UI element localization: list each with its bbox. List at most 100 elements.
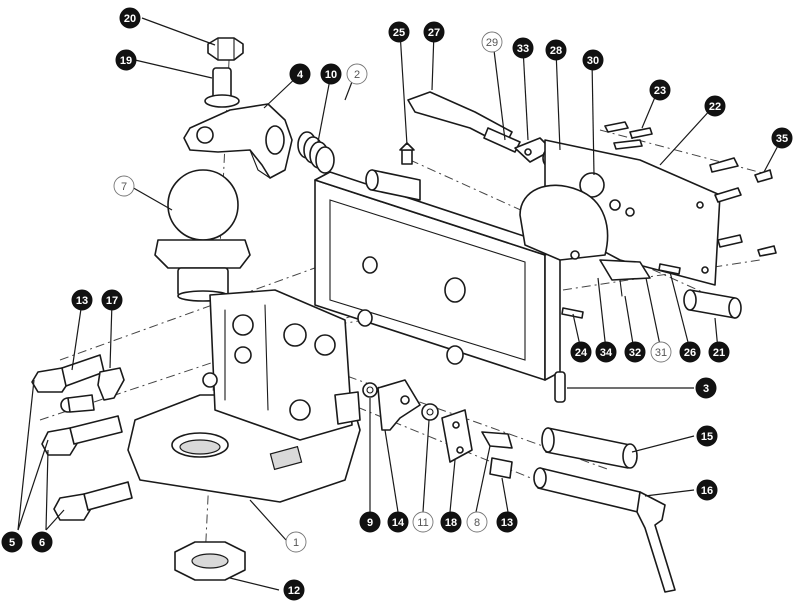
part-pin-3: [554, 371, 566, 403]
callout-c22: 22: [704, 95, 726, 117]
callout-circle: [695, 377, 717, 399]
callout-number: 11: [417, 517, 428, 529]
callout-circle: [289, 63, 311, 85]
callout-c35: 35: [771, 127, 793, 149]
callout-circle: [320, 63, 342, 85]
callout-number: 31: [655, 347, 667, 359]
callout-c33: 33: [512, 37, 534, 59]
callout-c23: 23: [649, 79, 671, 101]
callout-c28: 28: [545, 39, 567, 61]
callout-c5: 5: [1, 531, 23, 553]
callout-circle: [696, 425, 718, 447]
callout-circle: [679, 341, 701, 363]
callout-number: 30: [587, 55, 599, 67]
callout-number: 3: [703, 383, 709, 395]
part-bolt-6b: [53, 481, 133, 521]
callout-number: 5: [9, 537, 15, 549]
callout-number: 19: [120, 55, 132, 67]
part-stud-19: [204, 67, 240, 108]
part-plate-22: [544, 139, 721, 286]
part-housing-1: [127, 289, 361, 503]
callout-circle: [285, 531, 307, 553]
callout-c11: 11: [412, 511, 434, 533]
callout-number: 9: [367, 517, 373, 529]
callout-number: 4: [297, 69, 304, 81]
callout-c14: 14: [387, 511, 409, 533]
part-lever-14: [377, 379, 421, 431]
part-lever-27: [407, 91, 521, 153]
part-latch-32: [599, 259, 651, 297]
callout-number: 29: [486, 37, 498, 49]
callout-circle: [545, 39, 567, 61]
callout-c13b: 13: [496, 511, 518, 533]
callout-c18: 18: [440, 511, 462, 533]
callout-circle: [31, 531, 53, 553]
leader-lines: [17, 17, 782, 591]
callout-circle: [387, 511, 409, 533]
callout-number: 33: [517, 43, 529, 55]
callout-circle: [512, 37, 534, 59]
callout-number: 8: [474, 517, 480, 529]
part-clip-17: [97, 367, 125, 401]
part-plate-18: [441, 409, 473, 463]
callout-number: 27: [428, 27, 440, 39]
callout-c4: 4: [289, 63, 311, 85]
callout-number: 17: [106, 295, 118, 307]
callout-c32: 32: [624, 341, 646, 363]
callout-number: 21: [713, 347, 725, 359]
part-bolt-5a: [31, 354, 105, 393]
callout-number: 6: [39, 537, 45, 549]
part-ball-7: [154, 169, 251, 302]
part-disc-30: [519, 184, 609, 261]
part-bracket-4: [183, 103, 293, 179]
callout-number: 20: [124, 13, 136, 25]
part-frame-2: [314, 171, 561, 381]
callout-number: 14: [392, 517, 405, 529]
callout-circle: [649, 79, 671, 101]
callout-circle: [119, 7, 141, 29]
callout-c25: 25: [388, 21, 410, 43]
callout-circle: [595, 341, 617, 363]
callout-circle: [582, 49, 604, 71]
part-washer-9: [362, 382, 378, 398]
part-bolt-8: [481, 431, 513, 449]
callout-number: 24: [575, 347, 588, 359]
callout-number: 34: [600, 347, 613, 359]
callout-circle: [359, 511, 381, 533]
part-pin-15: [541, 427, 638, 469]
callout-circle: [412, 511, 434, 533]
part-washer-11: [421, 403, 439, 421]
part-nut-20: [207, 37, 244, 61]
callout-circle: [71, 289, 93, 311]
callout-circle: [771, 127, 793, 149]
callout-c1: 1: [285, 531, 307, 553]
callout-number: 35: [776, 133, 788, 145]
callout-c15: 15: [696, 425, 718, 447]
callout-c13a: 13: [71, 289, 93, 311]
callout-circle: [283, 579, 305, 601]
callout-circle: [466, 511, 488, 533]
part-pin-26: [658, 263, 681, 275]
callout-c20: 20: [119, 7, 141, 29]
callout-circle: [101, 289, 123, 311]
callout-number: 16: [701, 485, 713, 497]
part-cylinder-sleeve: [365, 169, 421, 201]
part-pin-21: [683, 289, 742, 319]
callout-circle: [496, 511, 518, 533]
callout-circle: [696, 479, 718, 501]
callout-c3: 3: [695, 377, 717, 399]
callout-number: 18: [445, 517, 457, 529]
callout-number: 25: [393, 27, 405, 39]
callout-circle: [423, 21, 445, 43]
callout-c31: 31: [650, 341, 672, 363]
callout-c12: 12: [283, 579, 305, 601]
callout-circle: [1, 531, 23, 553]
callout-number: 23: [654, 85, 666, 97]
callout-c2: 2: [346, 63, 368, 85]
callout-circle: [388, 21, 410, 43]
callout-number: 26: [684, 347, 696, 359]
part-bolts-right: [709, 157, 777, 257]
callout-number: 28: [550, 45, 562, 57]
